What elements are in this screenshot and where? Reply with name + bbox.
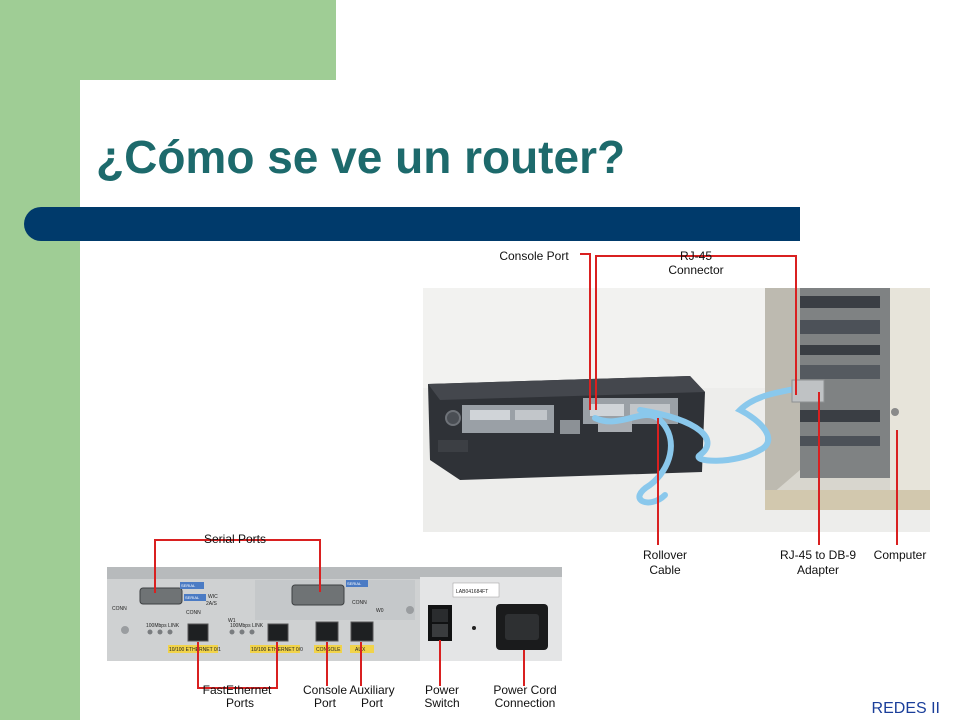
power-switch-label-line2: Switch [424, 696, 459, 710]
adapter-label-line1: RJ-45 to DB-9 [780, 548, 856, 562]
adapter-label-line2: Adapter [797, 563, 839, 577]
computer-label: Computer [874, 548, 927, 562]
serial-tag-1: SERIAL [181, 583, 196, 588]
power-switch-label-line1: Power [425, 683, 459, 697]
router-body [428, 376, 705, 480]
w1-text: W1 [228, 618, 236, 624]
bottom-callout-lines [154, 539, 525, 689]
auxiliary-port [350, 621, 374, 642]
footer-label: REDES II [871, 700, 940, 717]
serial-tag-2: SERIAL [185, 595, 200, 600]
wic-text: WIC [208, 594, 218, 600]
rollover-cable-coil [637, 385, 803, 464]
computer-case [765, 288, 930, 510]
rj45-connector-label-line2: Connector [668, 263, 723, 277]
serial-port-0 [139, 587, 183, 605]
auxiliary-label-line1: Auxiliary [349, 683, 394, 697]
auxiliary-label-line2: Port [361, 696, 384, 710]
side-accent-bar [0, 0, 80, 720]
conn-text-1: CONN [112, 606, 127, 612]
console-port [315, 621, 339, 642]
link-text-2: 100Mbps LINK [230, 623, 264, 629]
w0-text: W0 [376, 608, 384, 614]
fastethernet-label-line1: FastEthernet [203, 683, 272, 697]
power-cord-label-line1: Power Cord [493, 683, 556, 697]
conn-text-2: CONN [186, 610, 201, 616]
serial-port-1 [291, 584, 345, 606]
serial-id-text: LAB041684FT [456, 589, 488, 595]
router-connection-photo [423, 288, 930, 532]
rollover-cable [592, 412, 674, 506]
eth-text-1: 10/100 ETHERNET 0/1 [169, 647, 221, 653]
fastethernet-port-0 [267, 623, 289, 642]
fastethernet-port-1 [187, 623, 209, 642]
serial-tag-3: SERIAL [347, 581, 362, 586]
top-accent-bar [0, 0, 336, 80]
top-callout-lines [580, 253, 898, 545]
power-cord-label-line2: Connection [495, 696, 556, 710]
rj45-connector-label-line1: RJ-45 [680, 249, 712, 263]
fastethernet-label-line2: Ports [226, 696, 254, 710]
rollover-label-line1: Rollover [643, 548, 687, 562]
wic-sub-text: 2A/S [206, 601, 218, 607]
db9-adapter [791, 379, 825, 403]
rollover-label-line2: Cable [649, 563, 681, 577]
link-text-1: 100Mbps LINK [146, 623, 180, 629]
console-port-bottom-label-line1: Console [303, 683, 347, 697]
console-port-bottom-label-line2: Port [314, 696, 337, 710]
title-underline-bar [24, 207, 800, 241]
console-text: CONSOLE [316, 647, 341, 653]
serial-ports-label: Serial Ports [204, 532, 266, 546]
console-port-label: Console Port [499, 249, 569, 263]
router-back-panel-photo [107, 567, 562, 661]
conn-text-3: CONN [352, 600, 367, 606]
slide-title: ¿Cómo se ve un router? [96, 131, 626, 183]
